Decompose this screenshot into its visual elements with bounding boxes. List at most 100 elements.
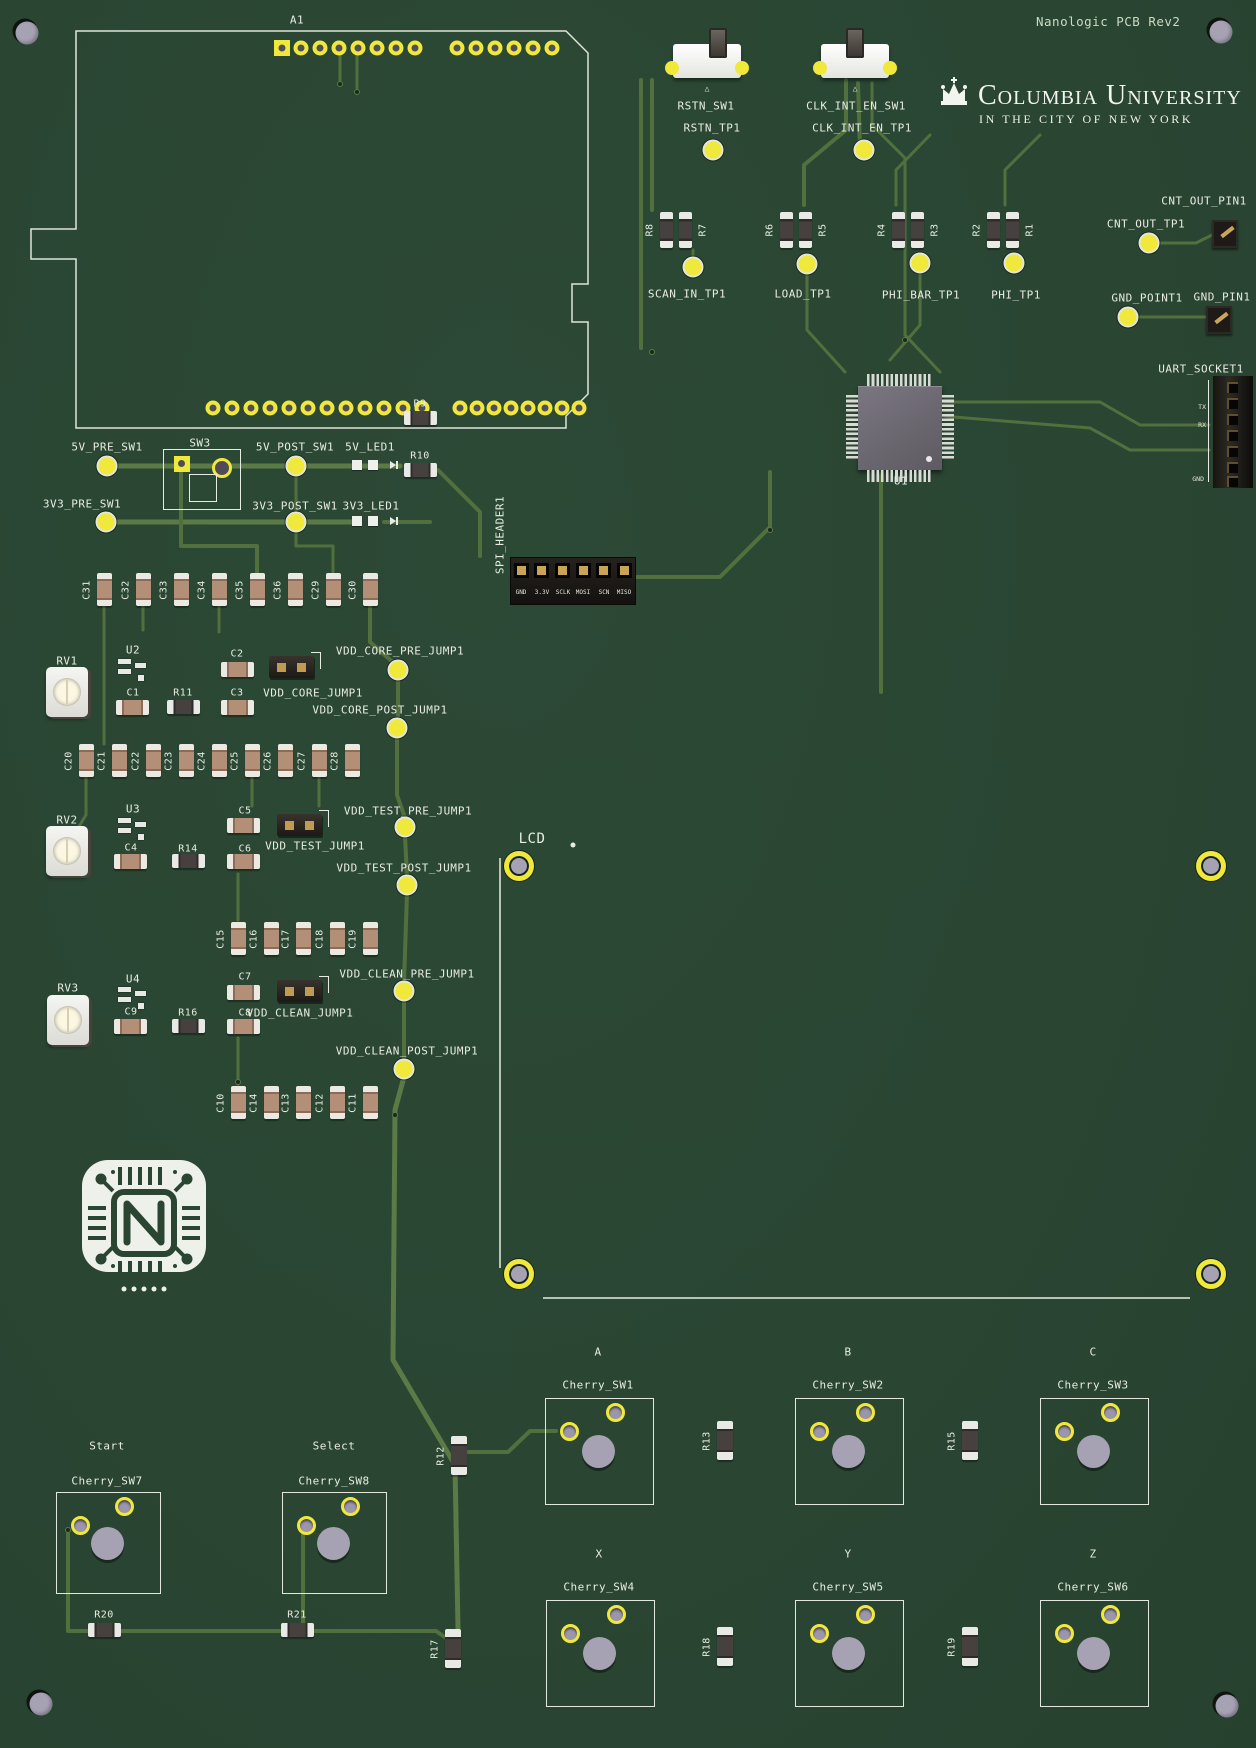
pin1-marker: [926, 456, 932, 462]
5v-pre-testpoint: [96, 455, 118, 477]
socket-hole: [1227, 414, 1238, 425]
capacitor: C15: [216, 922, 246, 955]
cherry-switch-b[interactable]: [795, 1398, 904, 1505]
phi-bar-testpoint: [909, 252, 931, 274]
r20-label: R20: [94, 1609, 114, 1621]
cherry-switch-select[interactable]: [282, 1492, 387, 1594]
vdd-core-post-testpoint: [386, 717, 408, 739]
cherry-switch-x[interactable]: [546, 1600, 655, 1707]
clk-testpoint: [853, 139, 875, 161]
cherry-sw8-label: Cherry_SW8: [298, 1474, 370, 1488]
trimmer-dial[interactable]: [53, 837, 81, 865]
lcd-mount-hole: [1196, 851, 1226, 881]
trimmer-rv3[interactable]: [47, 995, 89, 1045]
header-pad: [293, 40, 309, 56]
header-pad: [350, 40, 366, 56]
arduino-header-ref: A1: [289, 13, 305, 27]
gnd-point-label: GND_POINT1: [1111, 291, 1183, 305]
resistor-r5: [799, 212, 812, 248]
vdd-test-pre-testpoint: [394, 816, 416, 838]
header-pad: [468, 40, 484, 56]
cherry-switch-start[interactable]: [56, 1492, 161, 1594]
cherry-switch-a[interactable]: [545, 1398, 654, 1505]
header-pad: [205, 400, 221, 416]
trimmer-rv2[interactable]: [46, 826, 88, 876]
resistor-r17: R17: [430, 1629, 461, 1668]
resistor-r2: [987, 212, 1000, 248]
clk-sw-label: CLK_INT_EN_SW1: [806, 99, 906, 113]
power-switch-sw3[interactable]: [163, 449, 241, 510]
cnt-out-pin: [1212, 220, 1238, 248]
cherry-switch-z[interactable]: [1040, 1600, 1149, 1707]
trimmer-dial[interactable]: [53, 678, 81, 706]
capacitor: C14: [249, 1086, 279, 1119]
diode-symbol-icon: [390, 517, 398, 525]
header-pad: [224, 400, 240, 416]
resistor-r13: R13: [702, 1421, 733, 1460]
resistor-r11: [167, 700, 200, 714]
gnd-testpoint: [1117, 306, 1139, 328]
mounting-hole: [1209, 20, 1233, 44]
mounting-hole: [29, 1692, 53, 1716]
u2-label: U2: [125, 643, 141, 657]
switch-pad: [174, 456, 190, 472]
switch-knob[interactable]: [846, 28, 864, 58]
header-pad: [503, 400, 519, 416]
capacitor: C36: [273, 573, 303, 606]
chip-pins-right: [942, 395, 954, 461]
socket-hole: [1227, 446, 1238, 457]
vdd-clean-jump-label: VDD_CLEAN_JUMP1: [246, 1006, 354, 1020]
header-pad: [274, 40, 290, 56]
c8-label: C8: [238, 1007, 252, 1019]
spi-pin-label: MISO: [616, 589, 632, 596]
key-z-label: Z: [1089, 1547, 1097, 1561]
vdd-test-jump-label: VDD_TEST_JUMP1: [265, 839, 365, 853]
capacitor: C30: [348, 573, 378, 606]
capacitor: C19: [348, 922, 378, 955]
vdd-clean-pre-testpoint: [393, 980, 415, 1002]
rv1-label: RV1: [56, 654, 78, 668]
switch-body-outline: [189, 474, 217, 502]
resistor-r9: [404, 411, 437, 425]
capacitor: C17: [281, 922, 311, 955]
header-pad: [537, 400, 553, 416]
resistor-r12: R12: [436, 1436, 467, 1475]
vdd-clean-jumper[interactable]: [277, 976, 329, 1002]
rv3-label: RV3: [57, 981, 79, 995]
trimmer-dial[interactable]: [54, 1006, 82, 1034]
cherry-switch-y[interactable]: [795, 1600, 904, 1707]
mcu-chip[interactable]: [846, 374, 954, 482]
phi-tp-label: PHI_TP1: [991, 288, 1041, 302]
phi-bar-tp-label: PHI_BAR_TP1: [881, 288, 961, 302]
clk-int-en-slide-switch[interactable]: [813, 28, 897, 78]
header-pad: [544, 40, 560, 56]
capacitor: C24: [197, 744, 227, 777]
capacitor: C21: [97, 744, 127, 777]
r7-label: R7: [697, 223, 709, 237]
cherry-switch-c[interactable]: [1040, 1398, 1149, 1505]
socket-hole: [1227, 398, 1238, 409]
resistor-r14: [172, 854, 205, 868]
spi-pin-label: MOSI: [575, 589, 591, 596]
uart-socket-label: UART_SOCKET1: [1158, 362, 1244, 376]
socket-hole: [1227, 430, 1238, 441]
switch-knob[interactable]: [709, 28, 727, 58]
vdd-test-jumper[interactable]: [277, 810, 329, 836]
cherry-sw6-label: Cherry_SW6: [1057, 1580, 1129, 1594]
c3-label: C3: [230, 687, 244, 699]
header-pad: [506, 40, 522, 56]
spi-header[interactable]: GND 3.3V SCLK MOSI SCN MISO: [510, 557, 636, 605]
u3-label: U3: [125, 802, 141, 816]
load-testpoint: [796, 253, 818, 275]
resistor-r8: [660, 212, 673, 248]
vdd-core-jumper[interactable]: [269, 652, 321, 678]
key-a-label: A: [594, 1345, 602, 1359]
trimmer-rv1[interactable]: [46, 667, 88, 717]
resistor-r10: [404, 463, 437, 477]
resistor-r20: [88, 1623, 121, 1637]
header-pad: [319, 400, 335, 416]
uart-socket[interactable]: [1208, 376, 1253, 488]
header-pad: [369, 40, 385, 56]
key-b-label: B: [844, 1345, 852, 1359]
rstn-slide-switch[interactable]: [665, 28, 749, 78]
